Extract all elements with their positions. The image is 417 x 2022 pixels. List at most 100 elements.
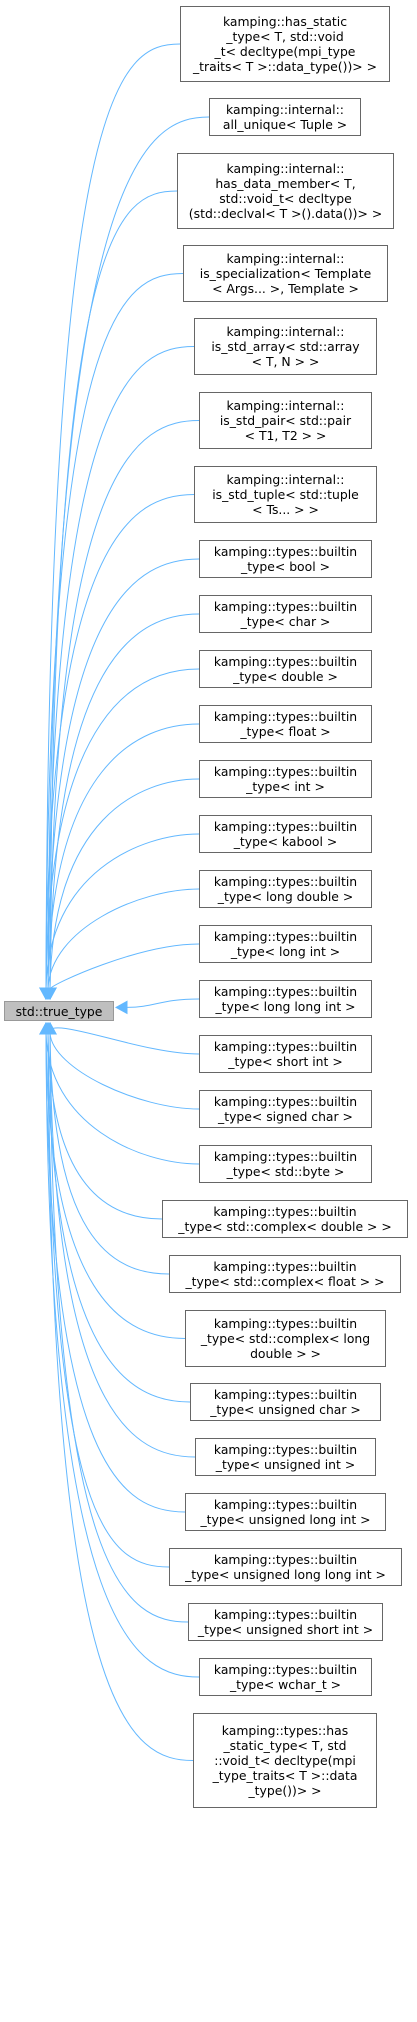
inheritance-edge (49, 613, 200, 990)
class-node-label-line: kamping::types::builtin (213, 1204, 357, 1219)
class-node[interactable]: kamping::internal::is_std_array< std::ar… (194, 318, 377, 375)
class-node-label-line: kamping::types::builtin (213, 874, 358, 889)
inheritance-edge (47, 1032, 191, 1403)
inheritance-edge (45, 668, 200, 990)
inheritance-edge (49, 420, 200, 990)
class-node-label-line: _type< signed char > (218, 1109, 353, 1124)
class-node[interactable]: kamping::types::builtin_type< bool > (199, 540, 372, 578)
class-node-label-line: _type< std::byte > (226, 1164, 345, 1179)
inheritance-edge (45, 273, 184, 990)
class-node[interactable]: kamping::types::builtin_type< short int … (199, 1035, 372, 1073)
class-node-label-line: kamping::types::builtin (213, 1552, 358, 1567)
class-node[interactable]: kamping::types::builtin_type< long doubl… (199, 870, 372, 908)
class-node-label-line: std::void_t< decltype (219, 191, 352, 206)
inheritance-edge (49, 1032, 196, 1458)
class-node-label-line: kamping::types::has (221, 1723, 349, 1738)
class-node[interactable]: kamping::types::builtin_type< unsigned l… (169, 1548, 402, 1586)
class-node[interactable]: kamping::types::builtin_type< long long … (199, 980, 372, 1018)
class-node[interactable]: kamping::types::builtin_type< std::byte … (199, 1145, 372, 1183)
class-node-label-line: _type< std::complex< float > > (185, 1274, 385, 1289)
inheritance-edge (47, 723, 200, 990)
class-node-label-line: < T, N > > (251, 354, 320, 369)
class-node[interactable]: kamping::has_static_type< T, std::void_t… (180, 6, 390, 82)
inheritance-edge (49, 778, 200, 990)
class-node-label-line: is_std_array< std::array (211, 339, 360, 354)
class-node-label-line: _type< int > (246, 779, 325, 794)
class-node-label-line: kamping::types::builtin (213, 764, 358, 779)
class-node-label-line: is_specialization< Template (199, 266, 372, 281)
class-node-label-line: _t< decltype(mpi_type (214, 44, 356, 59)
class-node-label-line: _static_type< T, std (223, 1738, 347, 1753)
class-node[interactable]: kamping::types::builtin_type< unsigned c… (190, 1383, 381, 1421)
class-node[interactable]: kamping::types::builtin_type< unsigned s… (188, 1603, 383, 1641)
class-node[interactable]: kamping::types::builtin_type< long int > (199, 925, 372, 963)
class-node-label-line: kamping::types::builtin (213, 1387, 358, 1402)
class-node-label-line: < Args... >, Template > (212, 281, 359, 296)
inheritance-edge (47, 346, 195, 990)
class-node[interactable]: kamping::types::builtin_type< int > (199, 760, 372, 798)
class-node-label-line: is_std_pair< std::pair (219, 413, 352, 428)
class-node-label-line: _type())> > (248, 1783, 322, 1798)
inheritance-edge (49, 1032, 189, 1623)
inheritance-edge (45, 43, 181, 990)
class-node[interactable]: kamping::types::builtin_type< kabool > (199, 815, 372, 853)
class-node-label-line: double > > (250, 1346, 321, 1361)
class-node-label-line: kamping::types::builtin (213, 1259, 357, 1274)
class-node-label-line: has_data_member< T, (215, 176, 356, 191)
inheritance-arrowhead (114, 1000, 128, 1015)
class-node-label-line: _type< unsigned short int > (197, 1622, 374, 1637)
inheritance-edge (47, 1032, 170, 1568)
class-node-label-line: _type< std::complex< long (200, 1331, 371, 1346)
class-node-label-line: kamping::types::builtin (213, 1149, 358, 1164)
class-node-label-line: kamping::has_static (222, 14, 348, 29)
class-node[interactable]: kamping::types::builtin_type< double > (199, 650, 372, 688)
inheritance-edge (45, 1032, 186, 1339)
class-node[interactable]: kamping::types::has_static_type< T, std:… (193, 1713, 377, 1808)
class-node[interactable]: kamping::types::builtin_type< float > (199, 705, 372, 743)
class-node[interactable]: kamping::types::builtin_type< std::compl… (162, 1200, 408, 1238)
class-node[interactable]: kamping::internal::has_data_member< T,st… (177, 153, 394, 229)
class-node-label-line: kamping::internal:: (226, 251, 345, 266)
inheritance-edge (49, 943, 200, 990)
class-node-label-line: _type< long double > (217, 889, 354, 904)
class-node-label-line: kamping::internal:: (226, 324, 345, 339)
class-node[interactable]: kamping::internal::is_std_tuple< std::tu… (194, 466, 377, 523)
class-node-label-line: kamping::internal:: (226, 472, 345, 487)
class-node[interactable]: kamping::types::builtin_type< signed cha… (199, 1090, 372, 1128)
inheritance-edge (49, 1032, 200, 1110)
class-node-label-line: _type< wchar_t > (229, 1677, 342, 1692)
inheritance-edge (125, 998, 200, 1008)
inheritance-edge (47, 558, 200, 990)
class-node[interactable]: kamping::types::builtin_type< unsigned l… (185, 1493, 386, 1531)
class-node[interactable]: kamping::types::builtin_type< wchar_t > (199, 1658, 372, 1696)
class-node-label-line: kamping::types::builtin (213, 1442, 358, 1457)
class-node-label-line: _type< unsigned long long int > (185, 1567, 386, 1582)
class-node[interactable]: kamping::internal::is_std_pair< std::pai… (199, 392, 372, 449)
inheritance-edge (49, 1032, 170, 1275)
class-node[interactable]: kamping::types::builtin_type< char > (199, 595, 372, 633)
inheritance-edge (45, 494, 195, 990)
class-node[interactable]: kamping::internal::all_unique< Tuple > (209, 98, 361, 136)
class-node-label-line: ::void_t< decltype(mpi (214, 1753, 356, 1768)
class-node-label-line: _type_traits< T >::data (212, 1768, 358, 1783)
root-node-label: std::true_type (15, 1003, 103, 1019)
class-node-label-line: kamping::types::builtin (213, 709, 358, 724)
class-node-label-line: _type< char > (240, 614, 331, 629)
inheritance-edge (47, 888, 200, 990)
inheritance-edge (47, 1032, 163, 1220)
class-node[interactable]: kamping::internal::is_specialization< Te… (183, 245, 388, 302)
class-node-label-line: kamping::internal:: (226, 102, 344, 117)
class-node-label-line: is_std_tuple< std::tuple (212, 487, 359, 502)
class-node-label-line: _type< T, std::void (226, 29, 344, 44)
class-node[interactable]: kamping::types::builtin_type< unsigned i… (195, 1438, 376, 1476)
class-node[interactable]: kamping::types::builtin_type< std::compl… (185, 1310, 386, 1367)
class-node-label-line: kamping::types::builtin (213, 929, 358, 944)
class-node-label-line: kamping::types::builtin (213, 1607, 358, 1622)
class-node-label-line: _type< long long int > (215, 999, 356, 1014)
class-node-label-line: kamping::types::builtin (213, 544, 358, 559)
class-node[interactable]: kamping::types::builtin_type< std::compl… (169, 1255, 401, 1293)
inheritance-edge (49, 190, 178, 990)
class-node-label-line: kamping::types::builtin (213, 1039, 358, 1054)
class-node-label-line: _type< kabool > (233, 834, 338, 849)
root-node-std-true-type: std::true_type (4, 1001, 114, 1021)
